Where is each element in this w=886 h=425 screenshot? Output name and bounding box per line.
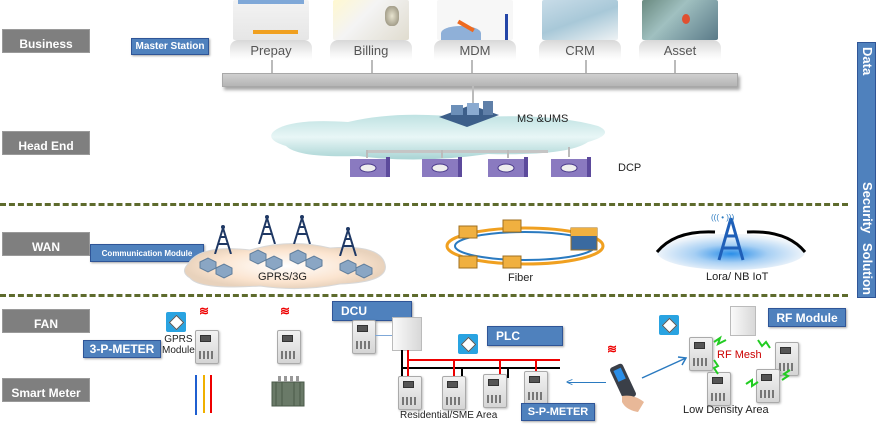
side-banner-word: Data: [860, 47, 875, 76]
crm-thumbnail: [542, 0, 618, 40]
layer-label-head-end: Head End: [2, 131, 90, 155]
cell-tower-icon: [293, 215, 311, 244]
gprs-cloud: [184, 243, 386, 290]
low-density-area-label: Low Density Area: [683, 404, 769, 416]
three-p-meter-tag: 3-P-METER: [83, 340, 161, 358]
gprs-module-label: GPRS Module: [162, 334, 195, 356]
rf-mesh-label: RF Mesh: [717, 349, 762, 361]
transformer-icon: [271, 376, 305, 407]
plc-power-lines: [401, 350, 560, 378]
cell-tower-icon: [214, 225, 232, 254]
app-label: Asset: [639, 40, 721, 60]
single-phase-meter-icon: [442, 376, 466, 410]
side-banner-word: Solution: [860, 243, 875, 295]
billing-thumbnail: [333, 0, 409, 40]
app-asset[interactable]: Asset: [639, 0, 721, 62]
app-label: MDM: [434, 40, 516, 60]
layer-divider: [0, 203, 848, 206]
layer-divider: [0, 294, 848, 297]
dcp-label: DCP: [618, 162, 642, 174]
layer-label-fan: FAN: [2, 309, 90, 333]
wireless-signal-icon: ≋: [199, 304, 210, 318]
master-station-tag: Master Station: [131, 38, 209, 55]
arrow-to-rf-mesh: [641, 356, 688, 379]
plc-module-icon: [458, 334, 478, 354]
dcp-device-icon: [551, 157, 591, 177]
app-crm[interactable]: CRM: [539, 0, 621, 62]
wireless-signal-icon: ≋: [607, 342, 618, 356]
rf-mesh-links: [712, 335, 791, 388]
enterprise-service-bus: [222, 73, 738, 87]
rf-meter-icon: [775, 342, 799, 376]
rf-meter-icon: [689, 337, 713, 371]
rf-module-tag: RF Module: [768, 308, 846, 327]
phase-wire-red: [210, 375, 212, 413]
side-banner-word: Security: [860, 181, 875, 233]
rf-meter-icon: [707, 372, 731, 406]
svg-text:((( • ))): ((( • ))): [711, 213, 735, 222]
side-banner: Data Security Solution: [857, 42, 876, 298]
s-p-meter-tag: S-P-METER: [521, 403, 595, 421]
handheld-terminal-icon: [610, 363, 644, 412]
gprs-module-icon: [166, 312, 186, 332]
rf-meter-icon: [756, 369, 780, 403]
app-mdm[interactable]: MDM: [434, 0, 516, 62]
phase-wire-blue: [195, 375, 197, 415]
dcp-device-icon: [422, 157, 462, 177]
asset-thumbnail: [642, 0, 718, 40]
cell-tower-icon: [258, 215, 276, 244]
wireless-signal-icon: ≋: [280, 304, 291, 318]
ms-ums-label: MS &UMS: [517, 113, 569, 125]
dcu-tag: DCU: [332, 301, 412, 321]
meter-icon: [352, 320, 376, 354]
communication-module-tag: Communication Module: [90, 244, 204, 262]
lora-label: Lora/ NB IoT: [706, 271, 769, 283]
single-phase-meter-icon: [524, 371, 548, 405]
single-phase-meter-icon: [398, 376, 422, 410]
residential-area-label: Residential/SME Area: [400, 410, 498, 421]
layer-label-wan: WAN: [2, 232, 90, 256]
head-end-cloud: [271, 114, 606, 160]
plc-tag: PLC: [487, 326, 563, 346]
rf-concentrator-icon: [730, 306, 756, 336]
meter-icon: [277, 330, 301, 364]
app-prepay[interactable]: Prepay: [230, 0, 312, 62]
app-billing[interactable]: Billing: [330, 0, 412, 62]
arrow-to-meters: [568, 382, 606, 383]
dcp-device-icon: [488, 157, 528, 177]
dcp-device-icon: [350, 157, 390, 177]
ms-ums-server-icon: [439, 101, 499, 127]
layer-label-smart-meter: Smart Meter: [2, 378, 90, 402]
phase-wire-yellow: [203, 375, 205, 413]
three-phase-meter-icon: [195, 330, 219, 364]
cell-tower-icon: [339, 227, 357, 256]
app-label: Prepay: [230, 40, 312, 60]
single-phase-meter-icon: [483, 374, 507, 408]
fiber-ring: [445, 219, 605, 269]
lora-coverage-dish: ((( • ))): [655, 213, 807, 270]
prepay-thumbnail: [233, 0, 309, 40]
app-label: Billing: [330, 40, 412, 60]
rf-module-icon: [659, 315, 679, 335]
layer-label-business: Business: [2, 29, 90, 53]
gprs-label: GPRS/3G: [258, 271, 307, 283]
app-label: CRM: [539, 40, 621, 60]
dcu-device-icon: [392, 317, 422, 351]
mdm-thumbnail: [437, 0, 513, 40]
fiber-label: Fiber: [508, 272, 534, 284]
